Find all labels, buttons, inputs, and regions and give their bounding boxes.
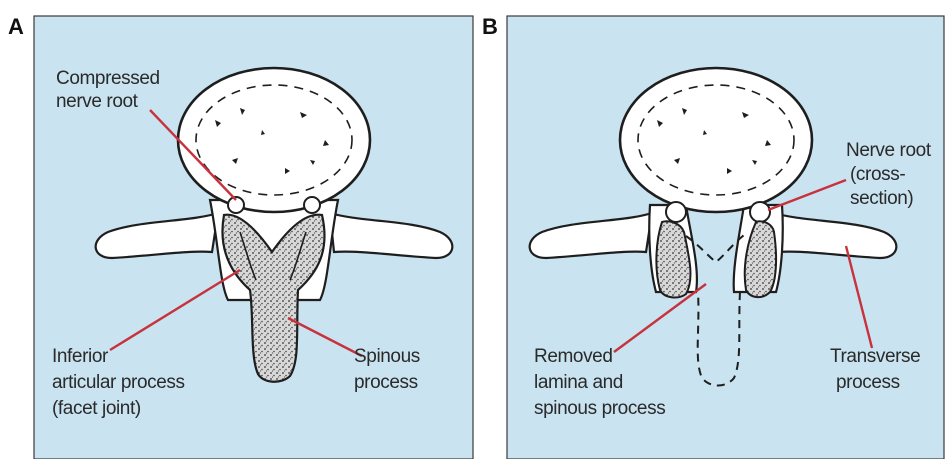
label-removed-1: Removed (534, 346, 613, 367)
label-inferior-2: articular process (52, 372, 185, 393)
label-removed-3: spinous process (534, 398, 665, 419)
label-inferior-3: (facet joint) (52, 398, 141, 419)
label-inferior-1: Inferior (52, 346, 109, 367)
label-compressed-1: Compressed (56, 68, 160, 89)
vertebral-body (178, 68, 370, 212)
label-nerve-2: (cross- (850, 164, 905, 185)
nerve-root-right-b (750, 202, 770, 222)
label-transverse-1: Transverse (830, 346, 920, 367)
panel-b: Nerve root (cross- section) Removed lami… (507, 16, 944, 459)
label-spinous-1: Spinous (354, 346, 420, 367)
vertebral-body-b (620, 68, 812, 212)
panel-a: Compressed nerve root Inferior articular… (34, 16, 473, 459)
label-nerve-1: Nerve root (846, 140, 932, 161)
compressed-nerve-root-right (304, 197, 320, 213)
label-removed-2: lamina and (534, 372, 623, 393)
nerve-root-left-b (666, 202, 686, 222)
label-spinous-2: process (354, 372, 418, 393)
label-nerve-3: section) (850, 188, 913, 209)
label-transverse-2: process (836, 372, 900, 393)
label-compressed-2: nerve root (56, 91, 139, 112)
